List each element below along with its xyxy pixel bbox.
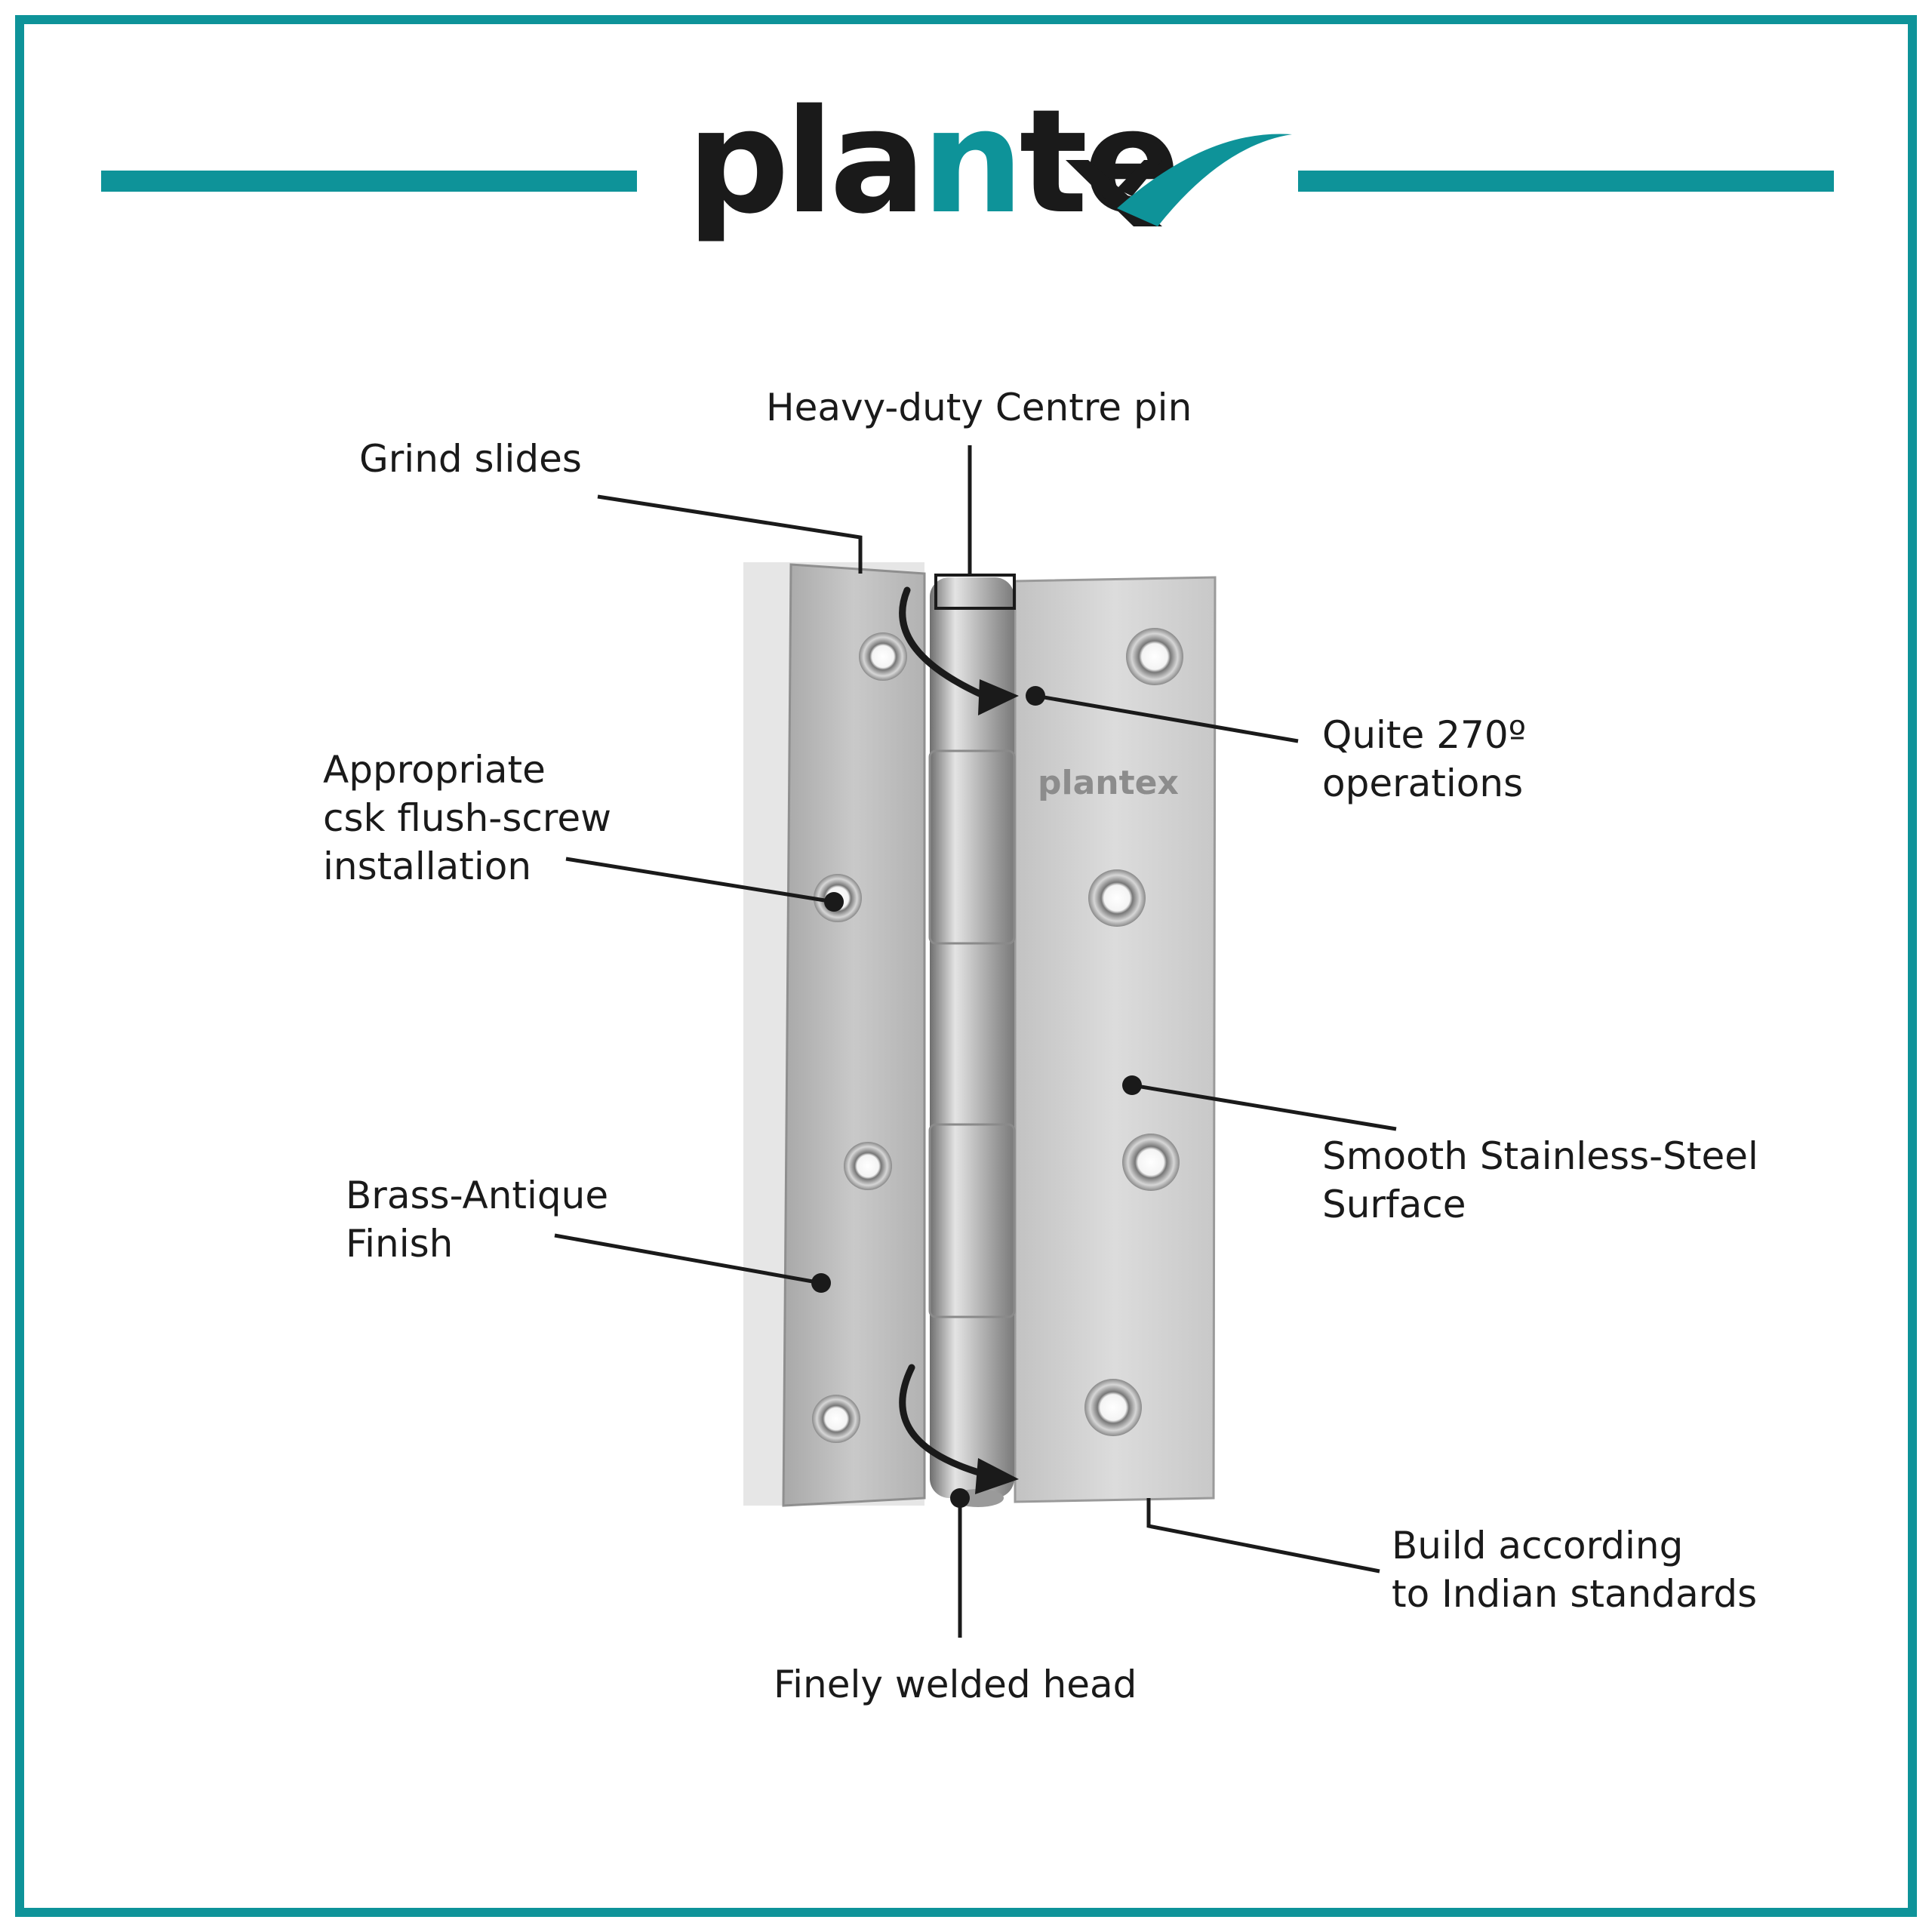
leader-dot xyxy=(824,892,844,912)
label-finish-line2: Finish xyxy=(346,1222,454,1266)
plantex-logo: plante xyxy=(687,78,1292,245)
label-surface-line1: Smooth Stainless-Steel xyxy=(1322,1134,1758,1178)
leader-dot xyxy=(1122,1075,1142,1095)
label-finish: Brass-Antique Finish xyxy=(346,1171,608,1268)
hinge-stamp: plantex xyxy=(1038,764,1179,802)
leader-screw xyxy=(565,857,835,904)
label-standards-line2: to Indian standards xyxy=(1392,1572,1758,1616)
leader-dot xyxy=(811,1273,831,1293)
label-standards: Build according to Indian standards xyxy=(1392,1521,1757,1618)
rotation-arrow-bottom xyxy=(899,1364,985,1477)
rotation-arrow-top xyxy=(899,586,985,698)
label-screw: Appropriate csk flush-screw installation xyxy=(323,746,611,891)
knuckle-upper xyxy=(928,749,1016,945)
leader-finish xyxy=(554,1233,822,1285)
arrow-head-bottom xyxy=(975,1458,1019,1494)
leader-standards xyxy=(1146,1498,1380,1574)
leader-dots xyxy=(811,686,1142,1508)
label-centre-pin: Heavy-duty Centre pin xyxy=(766,386,1192,429)
leader-surface xyxy=(1131,1083,1397,1131)
hinge-barrel xyxy=(930,577,1014,1498)
label-rotation-line2: operations xyxy=(1322,761,1524,805)
screw-hole xyxy=(1122,1134,1180,1191)
screw-hole xyxy=(1126,628,1183,685)
label-rotation: Quite 270º operations xyxy=(1322,711,1526,808)
pin-highlight-box xyxy=(934,574,1016,610)
knuckle-lower xyxy=(928,1123,1016,1318)
leader-lines xyxy=(554,445,1397,1638)
header-rule-left xyxy=(101,171,637,192)
leader-dot xyxy=(950,1488,970,1508)
label-screw-line2: csk flush-screw xyxy=(323,796,612,840)
leader-grind-slides xyxy=(597,494,863,574)
leader-rotation xyxy=(1035,694,1299,743)
page-border xyxy=(15,15,1917,1917)
label-surface-line2: Surface xyxy=(1322,1183,1466,1226)
leader-dot xyxy=(1026,686,1045,706)
screw-hole xyxy=(844,1142,892,1190)
screw-hole xyxy=(1088,869,1146,927)
label-rotation-line1: Quite 270º xyxy=(1322,713,1527,757)
svg-text:plante: plante xyxy=(687,78,1176,245)
screw-holes xyxy=(812,628,1183,1443)
label-screw-line1: Appropriate xyxy=(323,748,546,792)
left-hinge-leaf xyxy=(782,563,926,1507)
arrow-head-top xyxy=(978,679,1019,715)
label-finish-line1: Brass-Antique xyxy=(346,1174,609,1217)
label-standards-line1: Build according xyxy=(1392,1524,1684,1567)
label-grind-slides: Grind slides xyxy=(359,437,582,481)
screw-hole xyxy=(812,1395,860,1443)
screw-hole xyxy=(1084,1379,1142,1436)
label-screw-line3: installation xyxy=(323,844,532,888)
screw-hole xyxy=(859,632,907,681)
label-surface: Smooth Stainless-Steel Surface xyxy=(1322,1132,1758,1229)
header-rule-right xyxy=(1298,171,1834,192)
right-hinge-leaf xyxy=(1014,576,1217,1503)
label-welded-head: Finely welded head xyxy=(774,1663,1137,1706)
